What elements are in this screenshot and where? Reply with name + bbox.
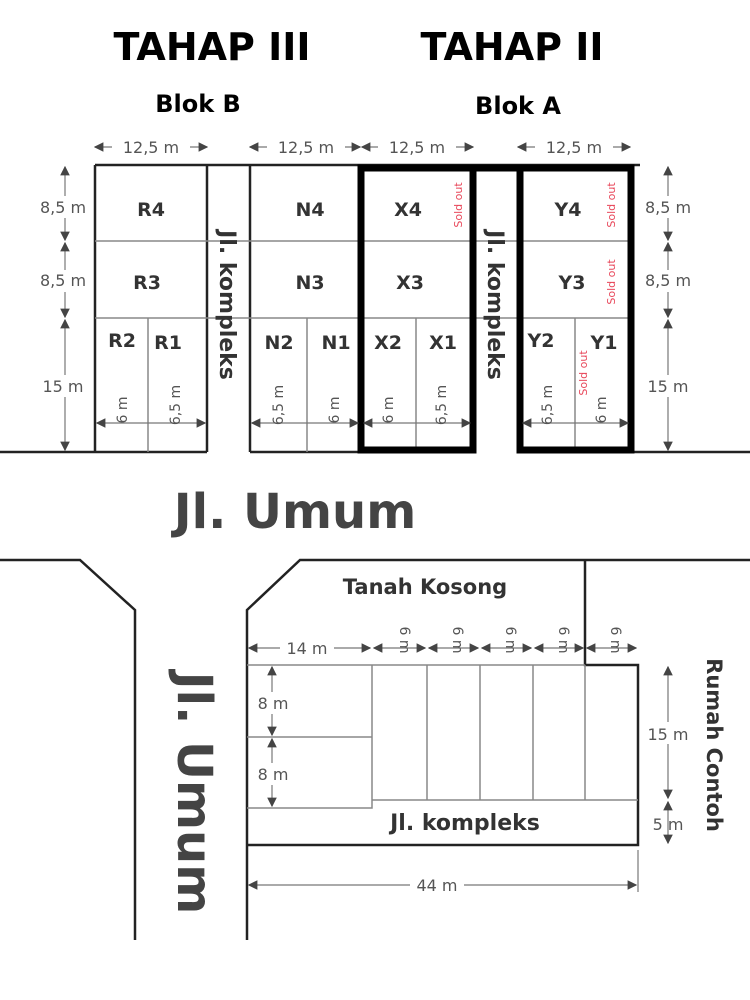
lot-r1: R1 bbox=[154, 332, 182, 354]
blok-a-label: Blok A bbox=[475, 92, 561, 120]
svg-text:6,5 m: 6,5 m bbox=[271, 385, 287, 425]
svg-text:8,5 m: 8,5 m bbox=[40, 271, 86, 290]
svg-text:5 m: 5 m bbox=[653, 815, 684, 834]
svg-text:6 m: 6 m bbox=[115, 397, 131, 424]
svg-text:15 m: 15 m bbox=[647, 725, 688, 744]
road-jl-umum-vertical: Jl. Umum bbox=[166, 669, 222, 914]
svg-text:8,5 m: 8,5 m bbox=[40, 198, 86, 217]
sold-out-x4: Sold out bbox=[452, 182, 465, 228]
lot-n1: N1 bbox=[321, 332, 350, 354]
svg-text:12,5 m: 12,5 m bbox=[123, 138, 179, 157]
svg-text:6 m: 6 m bbox=[396, 627, 412, 654]
svg-text:12,5 m: 12,5 m bbox=[278, 138, 334, 157]
lot-n3: N3 bbox=[295, 272, 324, 294]
sold-out-y1: Sold out bbox=[577, 350, 590, 396]
svg-text:8,5 m: 8,5 m bbox=[645, 271, 691, 290]
lower-site bbox=[0, 558, 750, 940]
svg-text:12,5 m: 12,5 m bbox=[546, 138, 602, 157]
svg-text:8 m: 8 m bbox=[258, 694, 289, 713]
svg-text:8 m: 8 m bbox=[258, 765, 289, 784]
title-tahap-3: TAHAP III bbox=[113, 25, 310, 69]
svg-text:6 m: 6 m bbox=[594, 397, 610, 424]
svg-text:6 m: 6 m bbox=[607, 627, 623, 654]
svg-text:44 m: 44 m bbox=[416, 876, 457, 895]
svg-text:6 m: 6 m bbox=[502, 627, 518, 654]
top-blocks bbox=[0, 163, 750, 454]
road-jl-kompleks-lower: Jl. kompleks bbox=[388, 811, 540, 836]
sold-out-y4: Sold out bbox=[605, 182, 618, 228]
svg-text:15 m: 15 m bbox=[647, 377, 688, 396]
lot-y4: Y4 bbox=[554, 199, 582, 221]
lot-n2: N2 bbox=[264, 332, 293, 354]
svg-text:6,5 m: 6,5 m bbox=[168, 385, 184, 425]
lot-r2: R2 bbox=[108, 330, 136, 352]
lot-y3: Y3 bbox=[558, 272, 586, 294]
title-tahap-2: TAHAP II bbox=[421, 25, 604, 69]
lot-x2: X2 bbox=[374, 332, 402, 354]
blok-b-label: Blok B bbox=[155, 90, 241, 118]
rumah-contoh-label: Rumah Contoh bbox=[702, 658, 726, 832]
sold-out-y3: Sold out bbox=[605, 259, 618, 305]
lot-r4: R4 bbox=[137, 199, 165, 221]
lot-y2: Y2 bbox=[527, 330, 555, 352]
lot-r3: R3 bbox=[133, 272, 161, 294]
lot-y1: Y1 bbox=[590, 332, 618, 354]
tanah-kosong-label: Tanah Kosong bbox=[343, 575, 507, 599]
lot-labels: R4 R3 R2 R1 N4 N3 N2 N1 X4 X3 X2 X1 Y4 Y… bbox=[108, 182, 618, 396]
svg-text:12,5 m: 12,5 m bbox=[389, 138, 445, 157]
svg-text:6 m: 6 m bbox=[381, 397, 397, 424]
lot-x3: X3 bbox=[396, 272, 424, 294]
lot-x4: X4 bbox=[394, 199, 422, 221]
road-jl-kompleks-a: Jl. kompleks bbox=[482, 228, 507, 380]
svg-text:6 m: 6 m bbox=[327, 397, 343, 424]
road-jl-kompleks-b: Jl. kompleks bbox=[214, 228, 239, 380]
lot-width-labels: 6 m 6,5 m 6,5 m 6 m 6 m 6,5 m 6,5 m 6 m bbox=[115, 385, 610, 425]
svg-text:6,5 m: 6,5 m bbox=[540, 385, 556, 425]
lot-n4: N4 bbox=[295, 199, 324, 221]
svg-text:8,5 m: 8,5 m bbox=[645, 198, 691, 217]
highlight-block-y bbox=[516, 164, 635, 454]
highlight-block-x bbox=[357, 164, 477, 454]
top-width-dimensions: 12,5 m 12,5 m 12,5 m 12,5 m 8,5 m 8,5 m … bbox=[30, 136, 700, 452]
lot-x1: X1 bbox=[429, 332, 457, 354]
svg-text:6 m: 6 m bbox=[555, 627, 571, 654]
svg-text:15 m: 15 m bbox=[42, 377, 83, 396]
svg-text:6,5 m: 6,5 m bbox=[434, 385, 450, 425]
svg-text:14 m: 14 m bbox=[286, 639, 327, 658]
svg-text:6 m: 6 m bbox=[449, 627, 465, 654]
road-jl-umum-horizontal: Jl. Umum bbox=[171, 484, 416, 540]
